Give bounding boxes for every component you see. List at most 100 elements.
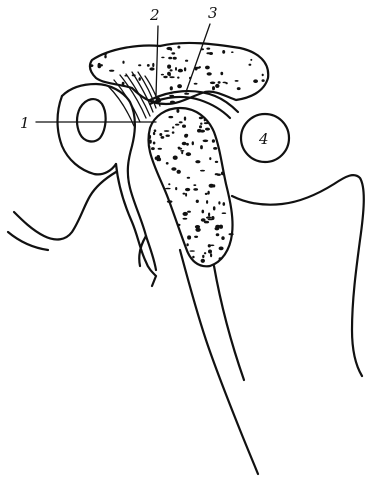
bone-stipple-dot xyxy=(149,140,152,144)
bone-stipple-dot xyxy=(167,72,171,76)
bone-stipple-dot xyxy=(262,74,264,77)
bone-stipple-dot xyxy=(204,252,206,254)
bone-stipple-dot xyxy=(207,72,212,75)
bone-stipple-dot xyxy=(206,200,208,204)
bone-stipple-dot xyxy=(166,47,172,50)
bone-stipple-dot xyxy=(201,259,205,263)
bone-stipple-dot xyxy=(223,202,226,206)
bone-stipple-dot xyxy=(173,57,177,60)
bone-stipple-dot xyxy=(168,116,173,118)
bone-stipple-dot xyxy=(172,126,174,128)
bone-stipple-dot xyxy=(204,122,209,124)
bone-stipple-dot xyxy=(166,135,170,137)
bone-stipple-dot xyxy=(185,193,187,197)
bone-stipple-dot xyxy=(161,74,164,76)
bone-stipple-dot xyxy=(206,216,211,218)
bone-stipple-dot xyxy=(195,225,200,229)
bone-stipple-dot xyxy=(177,84,182,88)
bone-stipple-dot xyxy=(213,206,216,210)
label-4: 4 xyxy=(258,130,269,148)
bone-stipple-dot xyxy=(210,82,215,85)
bone-stipple-dot xyxy=(211,216,214,220)
bone-stipple-dot xyxy=(98,63,101,67)
label-1: 1 xyxy=(20,114,30,132)
bone-stipple-dot xyxy=(208,250,212,254)
bone-stipple-dot xyxy=(200,130,205,133)
bone-stipple-dot xyxy=(215,161,218,163)
bone-stipple-dot xyxy=(205,128,210,131)
bone-stipple-dot xyxy=(175,124,179,126)
label-3: 3 xyxy=(208,4,218,22)
bone-stipple-dot xyxy=(178,69,183,73)
bone-stipple-dot xyxy=(216,233,220,236)
bone-stipple-dot xyxy=(262,79,265,82)
bone-stipple-dot xyxy=(180,150,184,152)
bone-stipple-dot xyxy=(186,152,191,156)
bone-stipple-dot xyxy=(200,123,202,125)
bone-stipple-dot xyxy=(170,101,175,104)
bone-stipple-dot xyxy=(170,76,175,78)
bone-stipple-dot xyxy=(158,148,162,150)
bone-stipple-dot xyxy=(192,141,194,145)
bone-stipple-dot xyxy=(222,212,227,214)
bone-stipple-dot xyxy=(235,80,239,82)
bone-stipple-dot xyxy=(208,244,211,247)
bone-stipple-dot xyxy=(222,50,225,54)
bone-stipple-dot xyxy=(209,157,211,160)
bone-stipple-dot xyxy=(185,60,188,62)
bone-stipple-dot xyxy=(204,118,206,121)
bone-stipple-dot xyxy=(187,177,190,179)
bone-stipple-dot xyxy=(109,70,114,72)
bone-stipple-dot xyxy=(249,64,252,66)
bone-stipple-dot xyxy=(220,72,223,75)
bone-stipple-dot xyxy=(161,57,164,59)
bone-stipple-dot xyxy=(182,142,187,146)
condyle xyxy=(149,108,233,266)
bone-stipple-dot xyxy=(170,86,173,90)
bone-stipple-dot xyxy=(168,57,172,60)
bone-stipple-dot xyxy=(228,233,233,235)
bone-stipple-dot xyxy=(167,200,173,203)
bone-stipple-dot xyxy=(149,67,154,70)
bone-stipple-dot xyxy=(253,79,258,83)
bone-stipple-dot xyxy=(237,87,241,90)
bone-stipple-dot xyxy=(215,84,219,88)
bone-stipple-dot xyxy=(155,157,158,160)
bone-stipple-dot xyxy=(231,51,234,53)
bone-stipple-dot xyxy=(202,255,204,258)
bone-stipple-dot xyxy=(177,46,180,49)
bone-stipple-dot xyxy=(199,125,202,128)
bone-stipple-dot xyxy=(171,52,175,54)
bone-stipple-dot xyxy=(186,243,188,246)
bone-stipple-dot xyxy=(212,86,215,90)
bone-stipple-dot xyxy=(215,227,220,231)
bone-stipple-dot xyxy=(205,193,208,195)
bone-stipple-dot xyxy=(153,132,155,135)
bone-stipple-dot xyxy=(200,145,203,149)
bone-stipple-dot xyxy=(178,148,182,150)
bone-stipple-dot xyxy=(183,212,188,216)
bone-stipple-dot xyxy=(250,59,252,61)
bone-stipple-dot xyxy=(194,83,198,85)
bone-stipple-dot xyxy=(183,193,186,195)
bone-stipple-dot xyxy=(181,151,183,154)
ear-canal xyxy=(77,99,106,141)
bone-stipple-dot xyxy=(165,188,171,190)
bone-stipple-dot xyxy=(122,61,124,64)
bone-stipple-dot xyxy=(196,200,199,203)
bone-stipple-dot xyxy=(193,188,198,191)
bone-stipple-dot xyxy=(173,156,178,160)
bone-stipple-dot xyxy=(195,160,200,163)
bone-stipple-dot xyxy=(153,142,156,145)
bone-stipple-dot xyxy=(218,201,220,204)
bone-stipple-dot xyxy=(154,129,157,132)
bone-stipple-dot xyxy=(199,66,201,68)
bone-stipple-dot xyxy=(187,211,191,213)
bone-stipple-dot xyxy=(184,117,186,121)
bone-stipple-dot xyxy=(223,82,227,84)
bone-stipple-dot xyxy=(210,253,212,257)
bone-stipple-dot xyxy=(219,247,224,251)
bone-stipple-dot xyxy=(179,121,183,123)
bone-stipple-dot xyxy=(186,143,189,146)
